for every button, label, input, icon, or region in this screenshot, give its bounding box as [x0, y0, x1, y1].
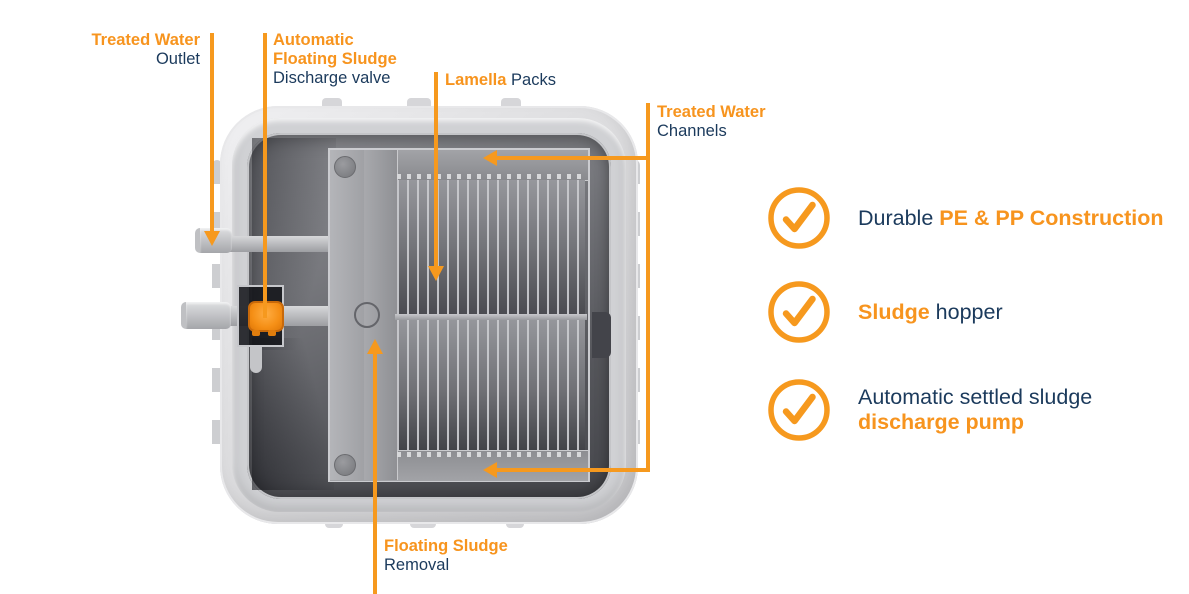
check-circle-icon: [768, 187, 830, 249]
label-treated-water-outlet: Treated Water Outlet: [40, 31, 200, 69]
hopper-shadow: [252, 338, 334, 490]
label-automatic-discharge-valve: Automatic Floating Sludge Discharge valv…: [273, 31, 397, 88]
lamella-plates-lower: [397, 320, 585, 450]
valve-detail: [252, 330, 260, 336]
label-plain: Channels: [657, 122, 727, 140]
label-highlight: Treated Water: [657, 103, 766, 121]
feature-text: Durable PE & PP Construction: [858, 206, 1163, 231]
label-highlight: Lamella: [445, 71, 507, 89]
check-circle-icon: [768, 281, 830, 343]
plate-serration-bottom: [397, 452, 585, 457]
label-highlight: Floating Sludge: [273, 50, 397, 68]
valve-drain-stub: [250, 347, 262, 373]
label-floating-sludge-removal: Floating Sludge Removal: [384, 537, 508, 575]
label-lamella-packs: Lamella Packs: [445, 71, 556, 90]
lamella-frame: [328, 148, 590, 482]
bolt-head: [334, 156, 356, 178]
feature-highlight: PE & PP Construction: [939, 205, 1164, 230]
outlet-pipe-stub: [195, 228, 232, 253]
label-highlight: Floating Sludge: [384, 537, 508, 555]
feature-highlight: Sludge: [858, 299, 930, 324]
label-treated-water-channels: Treated Water Channels: [657, 103, 766, 141]
label-highlight: Automatic: [273, 31, 354, 49]
inlet-notch: [592, 312, 611, 358]
label-plain: Discharge valve: [273, 69, 391, 87]
label-plain: Removal: [384, 556, 450, 574]
feature-text: Automatic settled sludge discharge pump: [858, 385, 1092, 435]
plate-center-divider: [395, 314, 587, 320]
feature-plain: Automatic settled sludge: [858, 385, 1093, 409]
label-plain: Packs: [511, 71, 556, 89]
label-highlight: Treated Water: [91, 31, 200, 49]
feature-plain: hopper: [935, 299, 1003, 324]
discharge-valve: [248, 301, 284, 332]
feature-durable-construction: Durable PE & PP Construction: [767, 186, 1163, 250]
bolt-head: [334, 454, 356, 476]
feature-sludge-hopper: Sludge hopper: [767, 280, 1003, 344]
label-plain: Outlet: [155, 50, 200, 68]
check-circle-icon: [768, 379, 830, 441]
feature-text: Sludge hopper: [858, 300, 1003, 325]
inspection-port: [354, 302, 380, 328]
plate-serration-top: [397, 174, 585, 179]
internal-outlet-pipe: [224, 236, 331, 252]
valve-detail: [268, 330, 276, 336]
feature-automatic-discharge-pump: Automatic settled sludge discharge pump: [767, 378, 1092, 442]
inlet-pipe-stub: [181, 302, 231, 329]
feature-highlight: discharge pump: [858, 410, 1025, 434]
feature-plain: Durable: [858, 205, 934, 230]
lamella-plates-upper: [397, 180, 585, 314]
